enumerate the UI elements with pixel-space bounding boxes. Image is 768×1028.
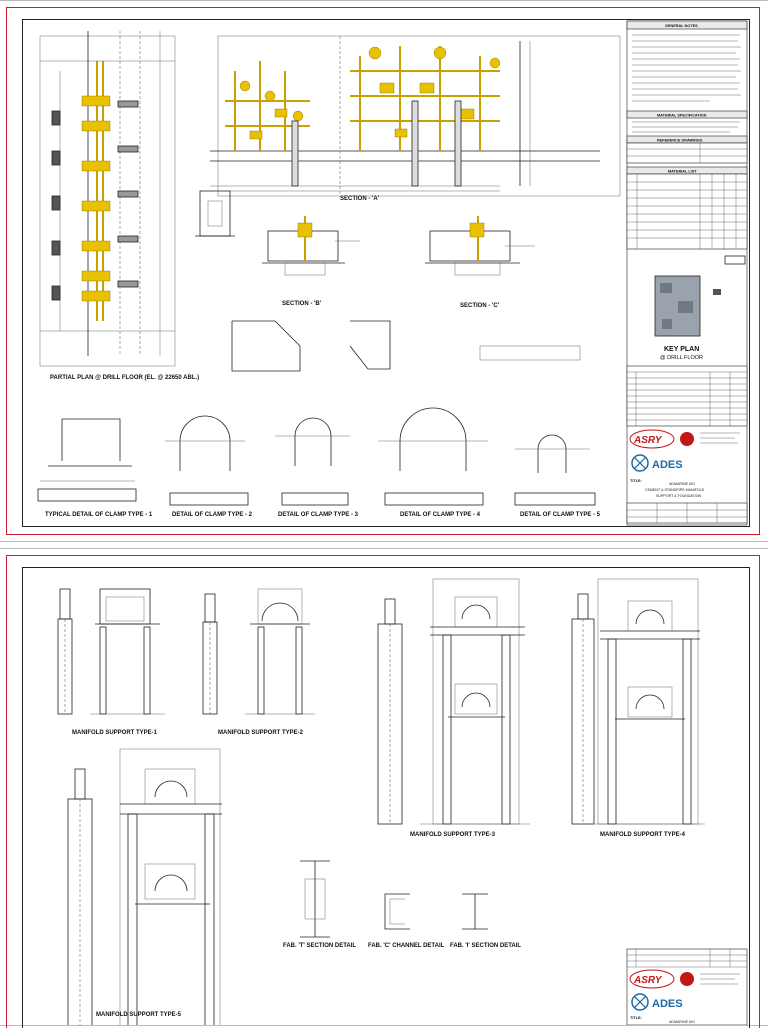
clamp-type-5 bbox=[514, 434, 596, 506]
clamp-label-5: DETAIL OF CLAMP TYPE - 5 bbox=[520, 512, 601, 518]
title-block-sheet-2: ASRY ADES TITLE: ADMARINE 691 bbox=[626, 948, 748, 1025]
section-c-label: SECTION - 'C' bbox=[460, 303, 500, 309]
title-line-2: CEMENT & STANDPIPE MANIFOLD bbox=[645, 488, 705, 492]
ades-logo: ADES bbox=[652, 459, 683, 471]
clamp-label-3: DETAIL OF CLAMP TYPE - 3 bbox=[278, 512, 359, 518]
section-a-label: SECTION - 'A' bbox=[340, 196, 380, 202]
fab-label-c: FAB. 'C' CHANNEL DETAIL bbox=[368, 943, 445, 949]
bracket-details bbox=[231, 320, 581, 372]
partial-plan-label: PARTIAL PLAN @ DRILL FLOOR (EL. @ 22650 … bbox=[50, 375, 199, 381]
sheet-1-drawing-area bbox=[22, 19, 750, 527]
drawing-sheet-2: MANIFOLD SUPPORT TYPE-1 MANIFOLD SUPPORT… bbox=[0, 548, 768, 1028]
material-spec-header: MATERIAL SPECIFICATION bbox=[657, 114, 707, 118]
title-prefix: TITLE: bbox=[630, 479, 642, 483]
title-prefix-2: TITLE: bbox=[630, 1016, 642, 1020]
material-list-header: MATERIAL LIST bbox=[668, 170, 697, 174]
title-line-3: SUPPORT & FOUNDATION bbox=[656, 494, 702, 498]
fab-i-section bbox=[462, 893, 488, 930]
support-label-2: MANIFOLD SUPPORT TYPE-2 bbox=[218, 730, 304, 736]
reference-drawings-header: REFERENCE DRAWINGS bbox=[657, 139, 703, 143]
title-line-1-sheet2: ADMARINE 691 bbox=[669, 1020, 695, 1024]
section-b-view bbox=[262, 216, 360, 276]
general-notes-header: GENERAL NOTES bbox=[665, 24, 698, 28]
drawing-sheet-1: PARTIAL PLAN @ DRILL FLOOR (EL. @ 22650 … bbox=[0, 0, 768, 542]
ades-logo-2: ADES bbox=[652, 998, 683, 1010]
key-plan-subtitle: @ DRILL FLOOR bbox=[660, 355, 703, 361]
section-a-view bbox=[210, 35, 621, 197]
sheet-1-drawing: PARTIAL PLAN @ DRILL FLOOR (EL. @ 22650 … bbox=[37, 20, 748, 526]
manifold-support-type-2 bbox=[202, 588, 315, 715]
manifold-support-type-4 bbox=[571, 578, 705, 825]
sheet-1-border bbox=[6, 7, 760, 535]
clamp-label-2: DETAIL OF CLAMP TYPE - 2 bbox=[172, 512, 253, 518]
clamp-type-2 bbox=[165, 415, 249, 506]
clamp-type-3 bbox=[275, 417, 350, 506]
asry-logo-2: ASRY bbox=[633, 975, 663, 986]
key-plan-title: KEY PLAN bbox=[664, 346, 699, 353]
sheet-2-drawing: MANIFOLD SUPPORT TYPE-1 MANIFOLD SUPPORT… bbox=[57, 578, 748, 1025]
sheet-2-border bbox=[6, 555, 760, 1028]
section-b-label: SECTION - 'B' bbox=[282, 301, 322, 307]
fab-label-i: FAB. 'I' SECTION DETAIL bbox=[450, 943, 521, 949]
section-c-view bbox=[425, 216, 535, 276]
clamp-label-4: DETAIL OF CLAMP TYPE - 4 bbox=[400, 512, 481, 518]
asry-logo: ASRY bbox=[633, 435, 663, 446]
support-label-4: MANIFOLD SUPPORT TYPE-4 bbox=[600, 832, 686, 838]
fab-c-channel bbox=[384, 893, 410, 930]
clamp-type-4 bbox=[378, 407, 488, 506]
manifold-support-type-5 bbox=[67, 748, 222, 1025]
support-label-3: MANIFOLD SUPPORT TYPE-3 bbox=[410, 832, 496, 838]
detail-foundation-left bbox=[195, 190, 235, 237]
fab-t-section bbox=[300, 860, 330, 938]
title-block-sheet-1: GENERAL NOTES MATERIAL SPECIFICATION REF… bbox=[626, 20, 748, 526]
manifold-support-type-1 bbox=[57, 588, 165, 715]
partial-plan-view bbox=[39, 31, 176, 367]
manifold-support-type-3 bbox=[377, 578, 530, 825]
title-line-1: ADMARINE 691 bbox=[669, 482, 695, 486]
support-label-1: MANIFOLD SUPPORT TYPE-1 bbox=[72, 730, 158, 736]
sheet-2-drawing-area bbox=[22, 567, 750, 1028]
fab-label-t: FAB. 'T' SECTION DETAIL bbox=[283, 943, 356, 949]
clamp-type-1 bbox=[37, 418, 137, 502]
clamp-label-1: TYPICAL DETAIL OF CLAMP TYPE - 1 bbox=[45, 512, 153, 518]
